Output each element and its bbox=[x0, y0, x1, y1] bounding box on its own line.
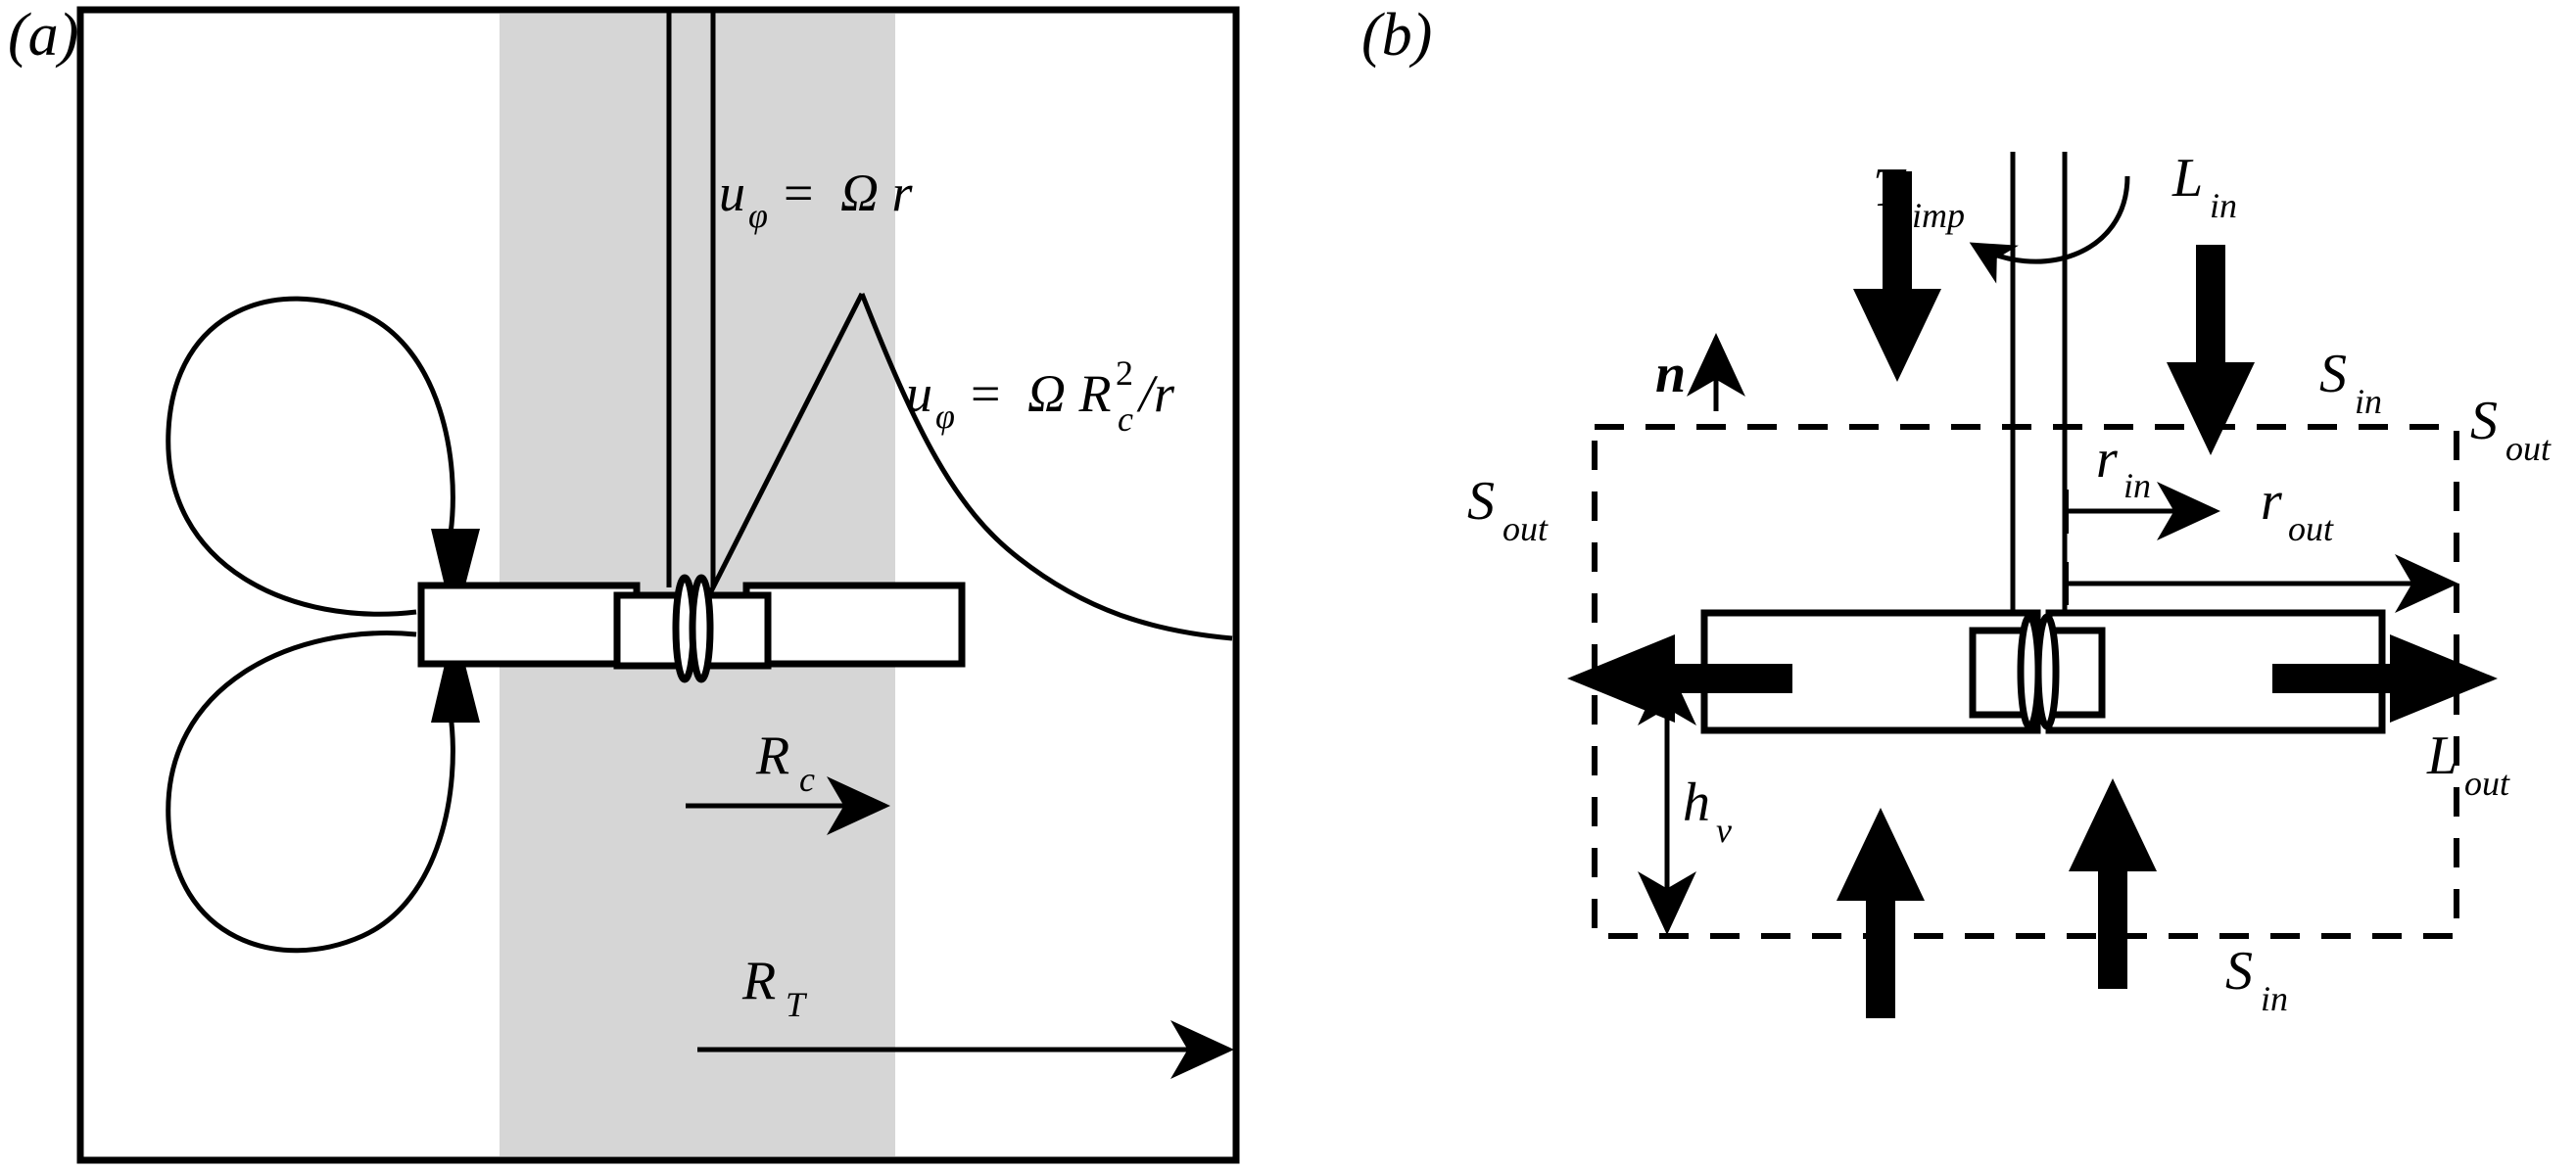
outflow-arrow-right bbox=[2272, 634, 2498, 723]
Sout-right-subscript: out bbox=[2505, 429, 2552, 468]
Sin-top-group: S in bbox=[2319, 344, 2382, 421]
equation-solid-body: u φ = Ω r bbox=[719, 164, 914, 235]
RT-subscript: T bbox=[786, 985, 808, 1024]
dimension-rin: r in bbox=[2065, 429, 2220, 540]
Sout-left-group: S out bbox=[1467, 471, 1549, 548]
hub-disc-right-b bbox=[2034, 613, 2060, 730]
eq2-rhs-suffix: /r bbox=[1136, 364, 1175, 423]
inflow-arrow-right bbox=[2167, 245, 2255, 455]
Lin-left-arrow-group bbox=[1853, 171, 1941, 382]
eq1-u: u bbox=[719, 164, 745, 222]
eq2-subscript: φ bbox=[935, 397, 955, 436]
Sout-left-symbol: S bbox=[1467, 471, 1495, 532]
Rc-subscript: c bbox=[799, 760, 815, 799]
Lin-subscript: in bbox=[2210, 186, 2237, 225]
recirculation-arrow-down bbox=[431, 529, 480, 627]
free-vortex-rising-line bbox=[704, 292, 865, 601]
eq2-equals: = bbox=[971, 364, 1000, 423]
Sin-bottom-symbol: S bbox=[2225, 941, 2253, 1002]
Lin-symbol: L bbox=[2171, 148, 2203, 209]
Sout-left-subscript: out bbox=[1503, 509, 1549, 548]
Sin-top-symbol: S bbox=[2319, 344, 2347, 404]
Sin-bottom-group: S in bbox=[2225, 941, 2288, 1018]
inflow-arrow-bottom-right bbox=[2069, 778, 2157, 989]
panel-b-label: (b) bbox=[1361, 2, 1432, 69]
hv-symbol: h bbox=[1683, 772, 1710, 833]
rin-symbol: r bbox=[2096, 429, 2118, 490]
panel-a-label: (a) bbox=[8, 2, 78, 69]
rout-subscript: out bbox=[2288, 509, 2334, 548]
rout-symbol: r bbox=[2261, 471, 2282, 532]
Lout-right-group: L out bbox=[2272, 634, 2510, 803]
control-volume-rect bbox=[1592, 424, 2459, 939]
eq1-equals: = bbox=[784, 164, 813, 222]
Sout-right-group: S out bbox=[2470, 391, 2552, 468]
eq1-subscript: φ bbox=[748, 196, 768, 235]
recirculation-arrow-up bbox=[431, 623, 480, 723]
recirculation-loop-upper bbox=[166, 296, 455, 617]
n-symbol: n bbox=[1655, 344, 1686, 404]
Sin-bottom-subscript: in bbox=[2261, 979, 2288, 1018]
torque-curved-arrow bbox=[1969, 175, 2130, 284]
Rc-symbol: R bbox=[755, 725, 789, 786]
Timp-subscript: imp bbox=[1912, 196, 1965, 235]
inflow-arrow-bottom-left bbox=[1837, 808, 1925, 1018]
Lout-subscript: out bbox=[2464, 764, 2510, 803]
rin-subscript: in bbox=[2123, 466, 2151, 505]
dimension-tank-radius: R T bbox=[697, 951, 1234, 1079]
panel-b-group: (b) T imp L in bbox=[1361, 2, 2552, 1018]
impeller-blade-right bbox=[742, 582, 966, 668]
Lin-arrow-group: L in bbox=[2167, 148, 2255, 455]
recirculation-loop-lower bbox=[166, 631, 455, 954]
inflow-arrow-left bbox=[1853, 171, 1941, 382]
hv-subscript: v bbox=[1716, 811, 1732, 850]
dimension-core-radius: R c bbox=[686, 725, 890, 835]
dimension-hv: h v bbox=[1638, 662, 1732, 935]
eq2-rhs-prefix: Ω R bbox=[1027, 364, 1112, 423]
Sin-top-subscript: in bbox=[2355, 382, 2382, 421]
dimension-rout: r out bbox=[2065, 471, 2458, 613]
outflow-arrow-left bbox=[1567, 634, 1792, 723]
Sout-right-symbol: S bbox=[2470, 391, 2498, 451]
eq2-rhs-subscript: c bbox=[1118, 399, 1133, 439]
eq2-u: u bbox=[906, 364, 932, 423]
free-vortex-decay-curve bbox=[859, 293, 1233, 641]
hub-disc-right bbox=[689, 574, 714, 683]
equation-free-vortex: u φ = Ω R c 2 /r bbox=[906, 353, 1175, 439]
RT-symbol: R bbox=[741, 951, 776, 1011]
eq2-rhs-superscript: 2 bbox=[1116, 353, 1133, 393]
Lout-left-group bbox=[1567, 634, 1792, 723]
eq1-rhs: Ω r bbox=[840, 164, 914, 222]
panel-a-group: (a) u φ = Ω r bbox=[8, 2, 1240, 1164]
impeller-blade-left bbox=[417, 582, 641, 668]
Lout-symbol: L bbox=[2426, 725, 2457, 786]
normal-vector-group: n bbox=[1655, 333, 1745, 411]
